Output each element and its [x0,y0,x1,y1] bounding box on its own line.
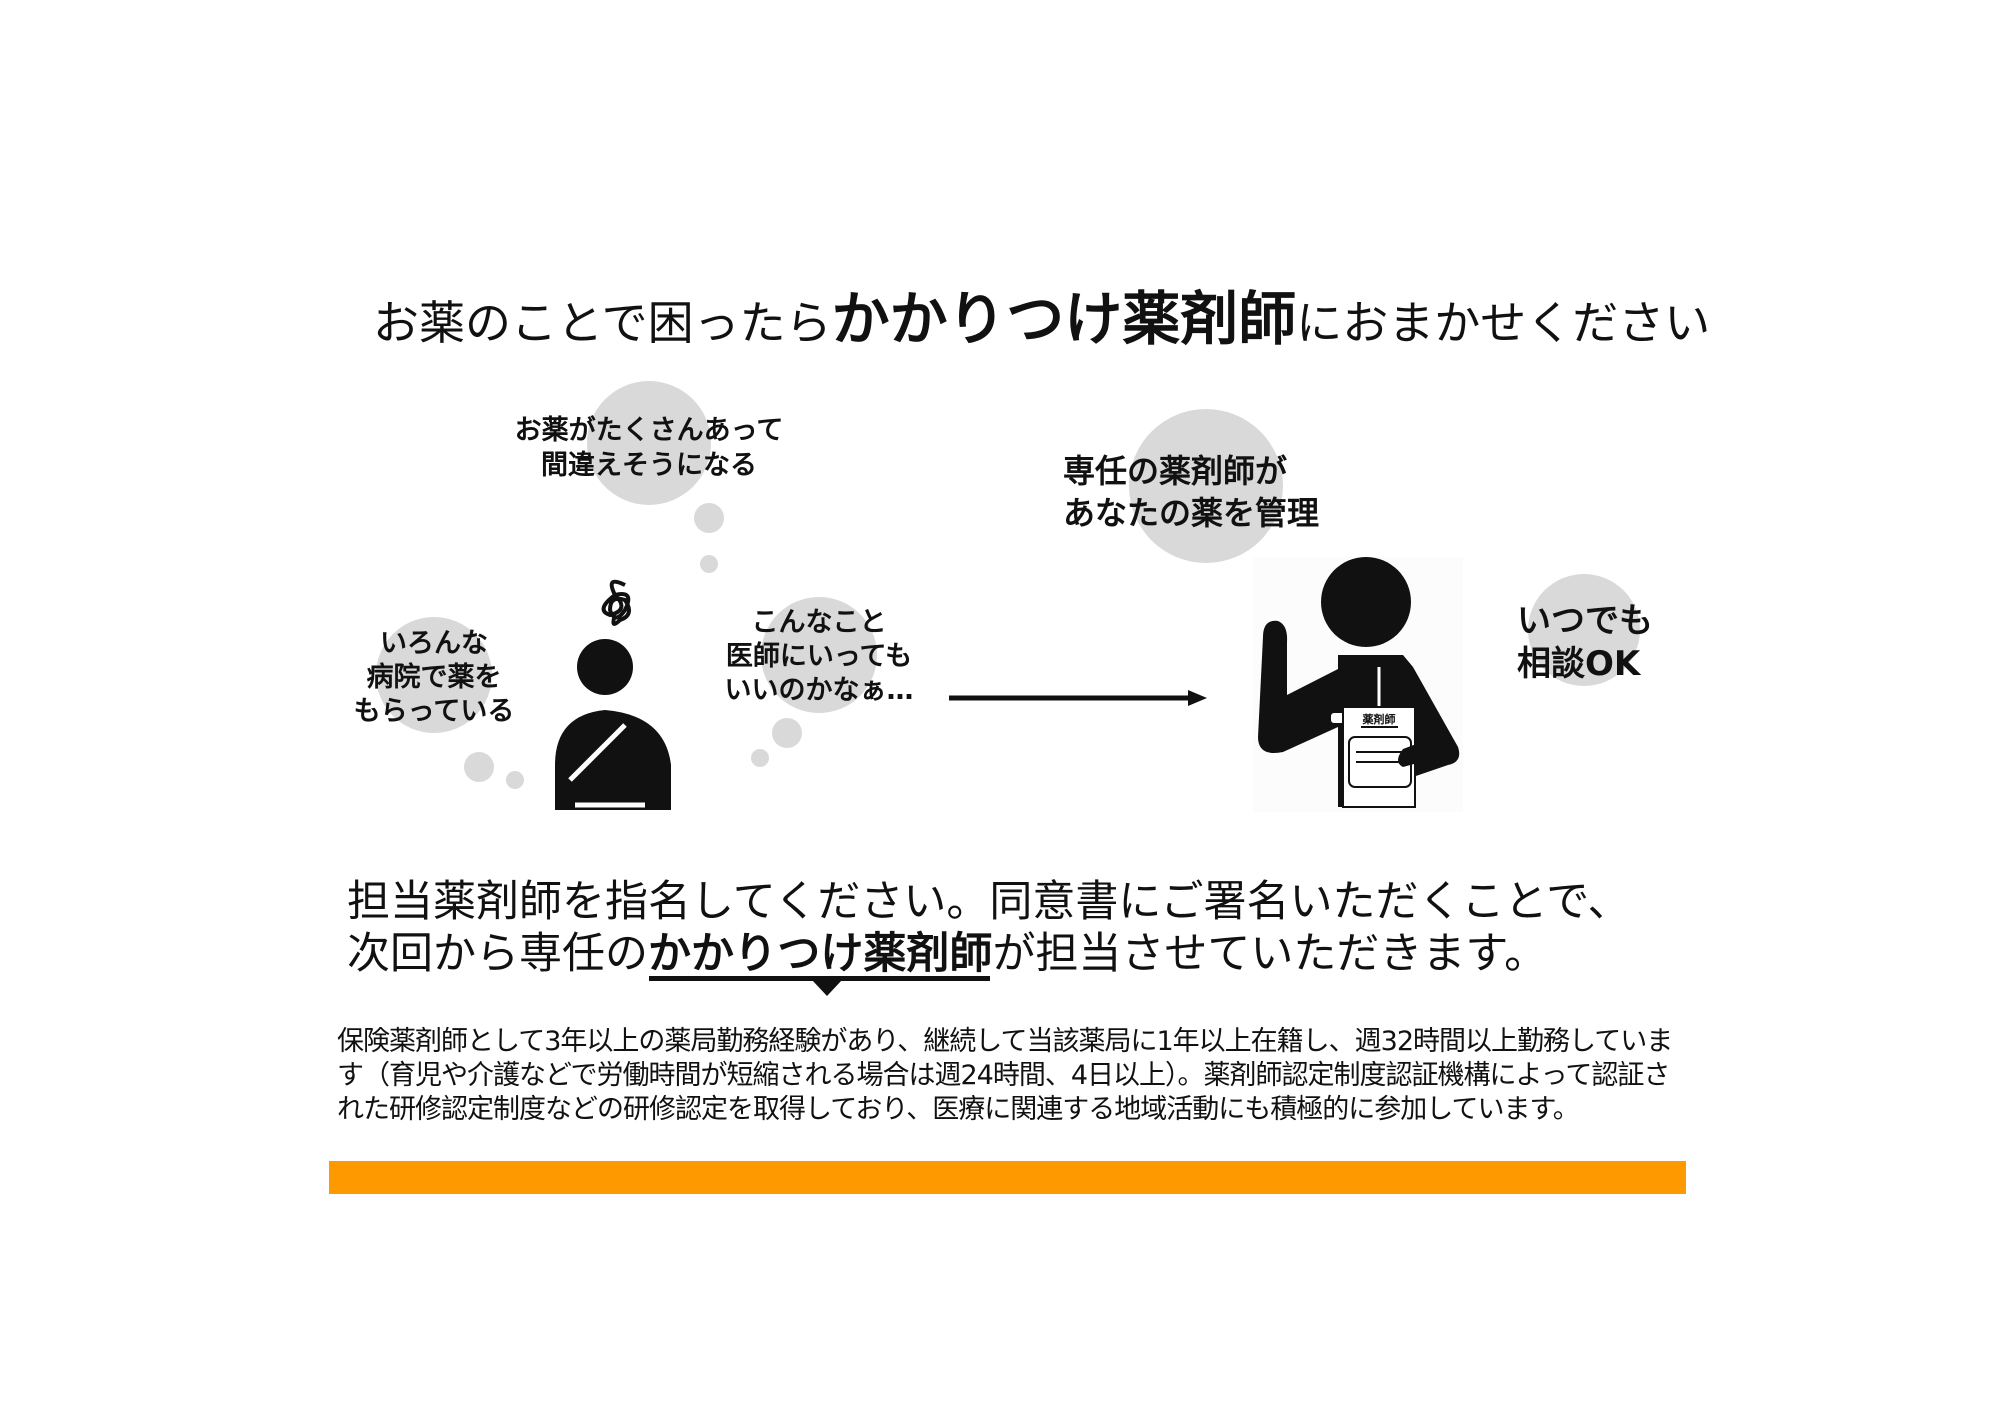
message-post: が担当させていただきます。 [992,929,1548,979]
pharmacist-icon: 薬剤師 [1253,557,1463,812]
page-title: お薬のことで困ったらかかりつけ薬剤師におまかせください [373,272,1710,356]
pointer-triangle-icon [812,980,842,996]
bubble-anytime: いつでも相談OK [1517,600,1653,686]
worried-person-icon [555,579,671,810]
thought-bubble [761,597,877,713]
bubble-line: いいのかなぁ… [724,675,914,706]
thought-bubble [376,617,492,733]
thought-dot [700,555,718,573]
description-text: 保険薬剤師として3年以上の薬局勤務経験があり、継続して当該薬局に1年以上在籍し、… [337,1026,1673,1125]
thought-dot [694,503,724,533]
thought-dot [464,752,494,782]
thought-dot [772,718,802,748]
badge-label: 薬剤師 [1363,712,1396,726]
bubble-worry-many: お薬がたくさんあって間違えそうになる [515,413,784,483]
message-emphasis: かかりつけ薬剤師 [648,929,993,979]
speech-bubble [1528,574,1640,686]
bubble-line: 専任の薬剤師が [1063,452,1288,490]
title-emphasis: かかりつけ薬剤師 [831,285,1297,353]
tangled-thought-icon [601,579,631,626]
thought-dot [751,749,769,767]
bubble-pharmacist-manage: 専任の薬剤師があなたの薬を管理 [1063,450,1319,534]
bubble-line: 病院で薬を [366,662,502,693]
bubble-line: お薬がたくさんあって [514,415,784,446]
bubble-line: 間違えそうになる [541,450,757,481]
message-line-1: 担当薬剤師を指名してください。同意書にご署名いただくことで、 [347,877,1631,927]
bubble-worry-hospitals: いろんな病院で薬をもらっている [354,627,515,729]
bubble-worry-ask: こんなこと医師にいってもいいのかなぁ… [725,606,914,708]
speech-bubble [1129,409,1283,563]
accent-bar [329,1161,1686,1194]
message-line-2: 次回から専任のかかりつけ薬剤師が担当させていただきます。 [347,919,1547,981]
title-post: におまかせください [1296,296,1711,350]
bubble-line: あなたの薬を管理 [1063,494,1320,532]
bubble-line: 医師にいっても [725,641,913,672]
bubble-line: こんなこと [751,607,887,638]
title-pre: お薬のことで困ったら [373,296,832,350]
thought-bubble [587,381,711,505]
bubble-line: もらっている [353,696,515,727]
bubble-line: 相談OK [1517,644,1641,684]
arrow-right-icon [949,690,1207,706]
bubble-line: いつでも [1517,601,1653,641]
bubble-line: いろんな [380,628,488,659]
thought-dot [506,771,524,789]
message-pre: 次回から専任の [347,929,648,979]
emphasis-underline [649,976,990,981]
